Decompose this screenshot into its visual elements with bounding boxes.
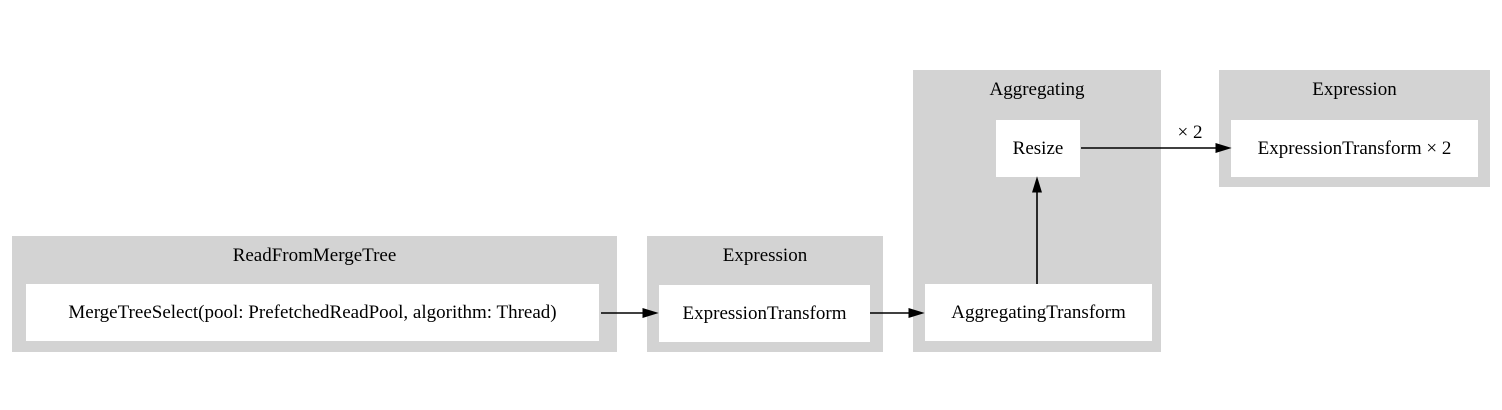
node-expression-transform: ExpressionTransform <box>659 285 870 342</box>
cluster-title: ReadFromMergeTree <box>232 245 397 266</box>
cluster-expression-1: Expression ExpressionTransform <box>647 236 883 352</box>
edge-multiplier-label: × 2 <box>1177 122 1203 143</box>
node-expression-transform-x2: ExpressionTransform × 2 <box>1231 120 1478 177</box>
cluster-aggregating: Aggregating Resize AggregatingTransform <box>913 70 1161 352</box>
node-label: ExpressionTransform × 2 <box>1257 137 1452 159</box>
node-merge-tree-select: MergeTreeSelect(pool: PrefetchedReadPool… <box>26 284 599 341</box>
cluster-title: Expression <box>1312 79 1397 100</box>
cluster-title: Expression <box>722 245 808 266</box>
node-label: Resize <box>1012 137 1064 159</box>
cluster-expression-2: Expression ExpressionTransform × 2 <box>1219 70 1490 187</box>
node-label: AggregatingTransform <box>951 301 1126 323</box>
node-label: MergeTreeSelect(pool: PrefetchedReadPool… <box>68 301 557 323</box>
node-resize: Resize <box>996 120 1080 177</box>
cluster-read-from-merge-tree: ReadFromMergeTree MergeTreeSelect(pool: … <box>12 236 617 352</box>
node-label: ExpressionTransform <box>682 302 847 324</box>
node-aggregating-transform: AggregatingTransform <box>925 284 1152 341</box>
cluster-title: Aggregating <box>989 79 1085 100</box>
